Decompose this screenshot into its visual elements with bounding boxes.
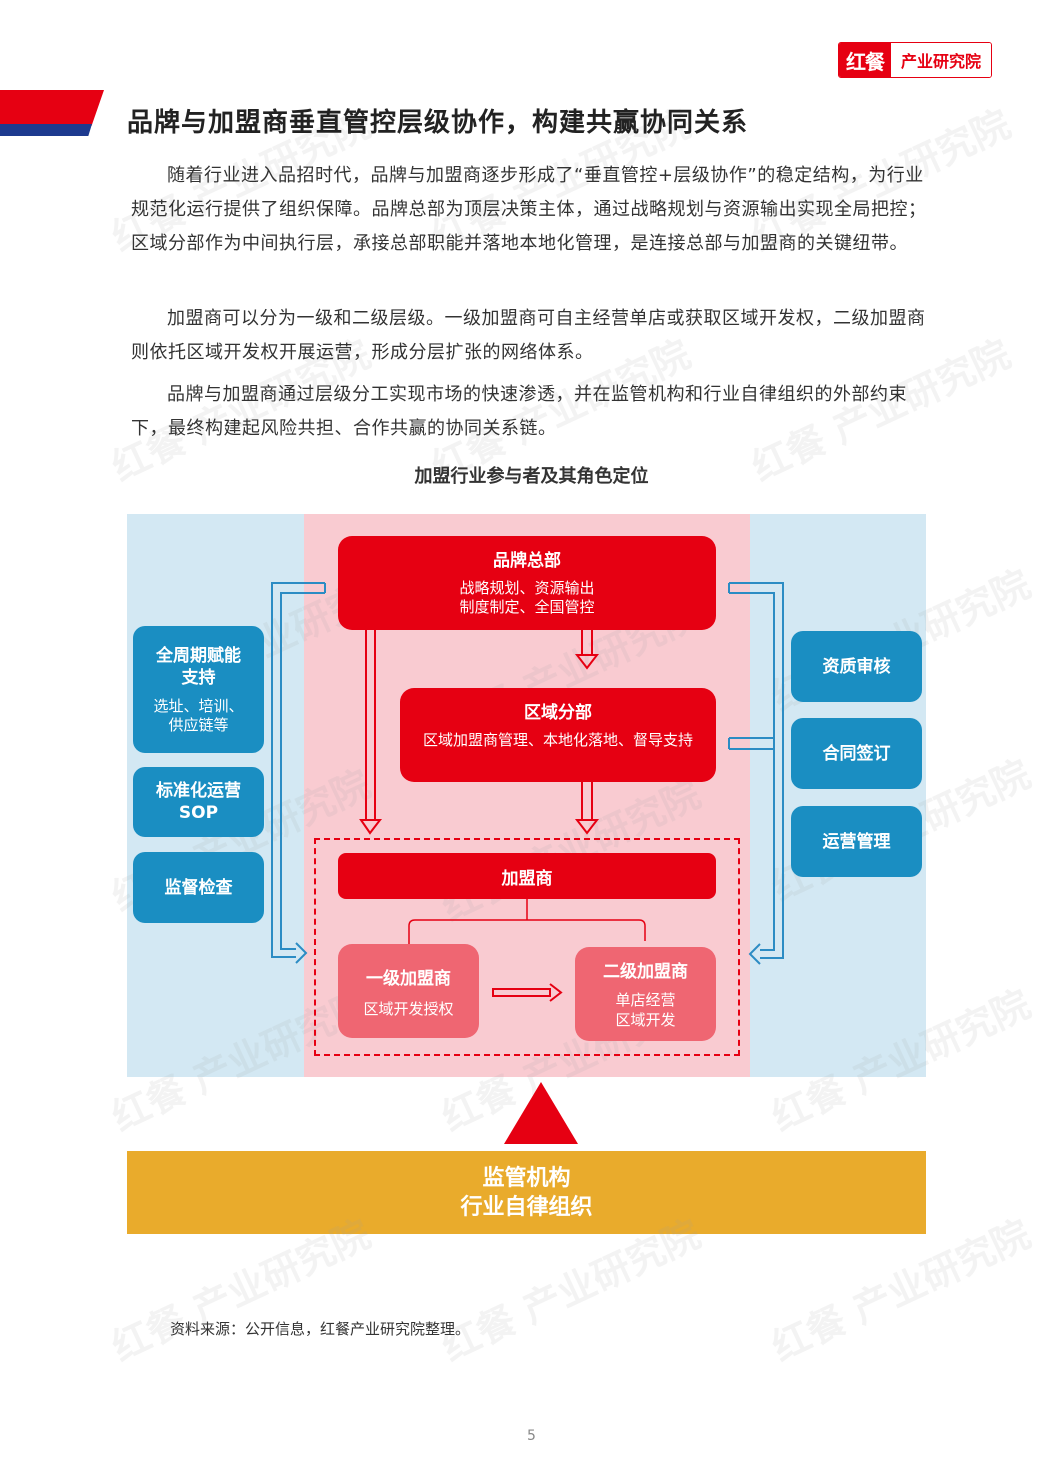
lifecycle-support-title: 全周期赋能支持	[156, 645, 241, 688]
operations-management-box: 运营管理	[791, 806, 922, 877]
contract-signing-title: 合同签订	[822, 743, 891, 764]
tier2-title: 二级加盟商	[603, 962, 688, 982]
paragraph-1: 随着行业进入品招时代，品牌与加盟商逐步形成了“垂直管控+层级协作”的稳定结构，为…	[131, 165, 927, 254]
tier2-desc-line1: 单店经营	[615, 991, 676, 1009]
paragraph-3: 品牌与加盟商通过层级分工实现市场的快速渗透，并在监管机构和行业自律组织的外部约束…	[131, 384, 907, 439]
operations-management-title: 运营管理	[822, 831, 891, 852]
paragraph-2: 加盟商可以分为一级和二级层级。一级加盟商可自主经营单店或获取区域开发权，二级加盟…	[131, 308, 926, 363]
tier2-desc-line2: 区域开发	[615, 1011, 676, 1029]
supervision-inspection-title: 监督检查	[164, 877, 233, 898]
diagram-title: 加盟行业参与者及其角色定位	[414, 466, 649, 487]
standardized-sop-box: 标准化运营SOP	[133, 767, 264, 837]
qualification-review-box: 资质审核	[791, 631, 922, 702]
qualification-review-title: 资质审核	[822, 656, 891, 677]
regulator-line1: 监管机构	[482, 1166, 571, 1191]
page-number: 5	[527, 1428, 536, 1444]
regional-title: 区域分部	[524, 703, 592, 723]
brand-logo: 红餐 产业研究院	[838, 42, 992, 78]
section-title: 品牌与加盟商垂直管控层级协作，构建共赢协同关系	[127, 108, 749, 138]
regulator-line2: 行业自律组织	[460, 1195, 593, 1220]
regional-branch-box: 区域分部 区域加盟商管理、本地化落地、督导支持	[400, 688, 716, 782]
tier2-franchisee-box: 二级加盟商 单店经营 区域开发	[575, 947, 716, 1041]
brand-headquarters-box: 品牌总部 战略规划、资源输出 制度制定、全国管控	[338, 536, 716, 630]
right-management-panel	[750, 514, 926, 1077]
source-note: 资料来源：公开信息，红餐产业研究院整理。	[170, 1320, 471, 1338]
regulator-bar: 监管机构 行业自律组织	[127, 1151, 926, 1234]
logo-text: 产业研究院	[891, 43, 991, 77]
lifecycle-support-box: 全周期赋能支持 选址、培训、供应链等	[133, 626, 264, 753]
logo-mark: 红餐	[839, 43, 891, 77]
title-accent-band	[0, 90, 110, 138]
tier1-title: 一级加盟商	[366, 969, 451, 989]
title-accent-blue	[0, 124, 92, 136]
contract-signing-box: 合同签订	[791, 718, 922, 789]
franchisee-box: 加盟商	[338, 853, 716, 899]
up-triangle-icon	[504, 1082, 578, 1144]
title-accent-red	[0, 90, 104, 126]
tier1-desc: 区域开发授权	[363, 1000, 454, 1018]
regional-desc: 区域加盟商管理、本地化落地、督导支持	[422, 731, 693, 749]
headquarters-desc-line1: 战略规划、资源输出	[459, 579, 595, 597]
standardized-sop-title: 标准化运营SOP	[156, 781, 241, 823]
supervision-inspection-box: 监督检查	[133, 852, 264, 923]
tier1-franchisee-box: 一级加盟商 区域开发授权	[338, 944, 479, 1038]
headquarters-title: 品牌总部	[493, 551, 561, 571]
lifecycle-support-desc: 选址、培训、供应链等	[153, 696, 244, 734]
headquarters-desc-line2: 制度制定、全国管控	[459, 598, 595, 616]
franchisee-group-dashed-frame	[314, 838, 740, 1056]
